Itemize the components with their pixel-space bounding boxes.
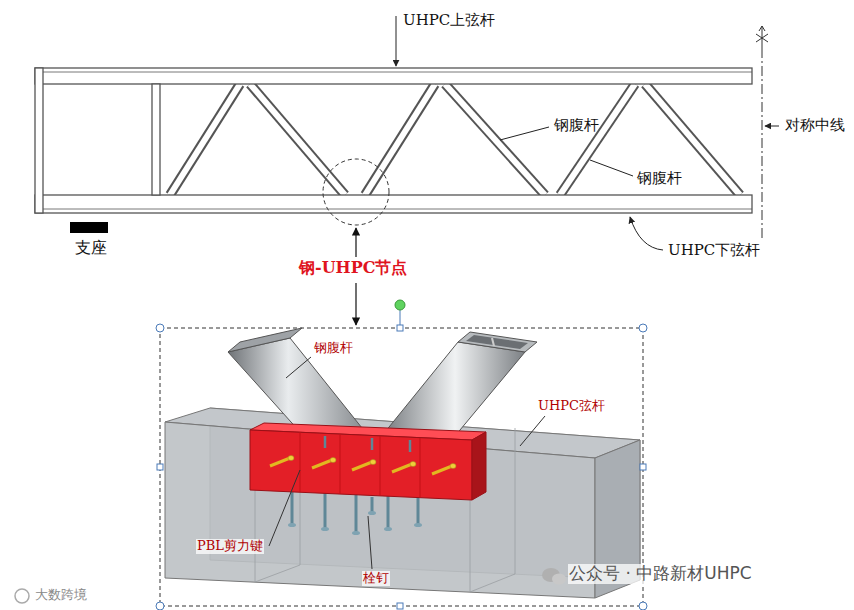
symmetry-label: 对称中线 (784, 117, 846, 134)
support-label: 支座 (74, 239, 108, 257)
uhpc-chords (35, 68, 752, 213)
part-label: 栓钉 (362, 571, 390, 586)
watermark: 公众号 · 中路新材UHPC (568, 564, 753, 584)
support-block (70, 222, 108, 233)
member-label: 钢腹杆 (553, 117, 600, 134)
part-label: UHPC弦杆 (537, 399, 606, 414)
steel-web-members (170, 84, 740, 195)
node-title: 钢-UHPC节点 (298, 259, 408, 277)
part-label: PBL剪力键 (196, 539, 264, 554)
symmetry-line (756, 26, 768, 240)
watermark: 大数跨境 (34, 588, 88, 603)
chord-label: UHPC下弦杆 (667, 242, 761, 259)
detail-leader-lines (269, 357, 545, 569)
node-callout (323, 159, 389, 325)
member-label: 钢腹杆 (636, 170, 683, 187)
watermark-icons (15, 568, 566, 603)
detail-frame (160, 300, 643, 606)
part-label: 钢腹杆 (313, 341, 354, 356)
chord-label: UHPC上弦杆 (402, 12, 496, 29)
node-3d-illustration (165, 328, 640, 598)
leader-lines (396, 16, 779, 250)
